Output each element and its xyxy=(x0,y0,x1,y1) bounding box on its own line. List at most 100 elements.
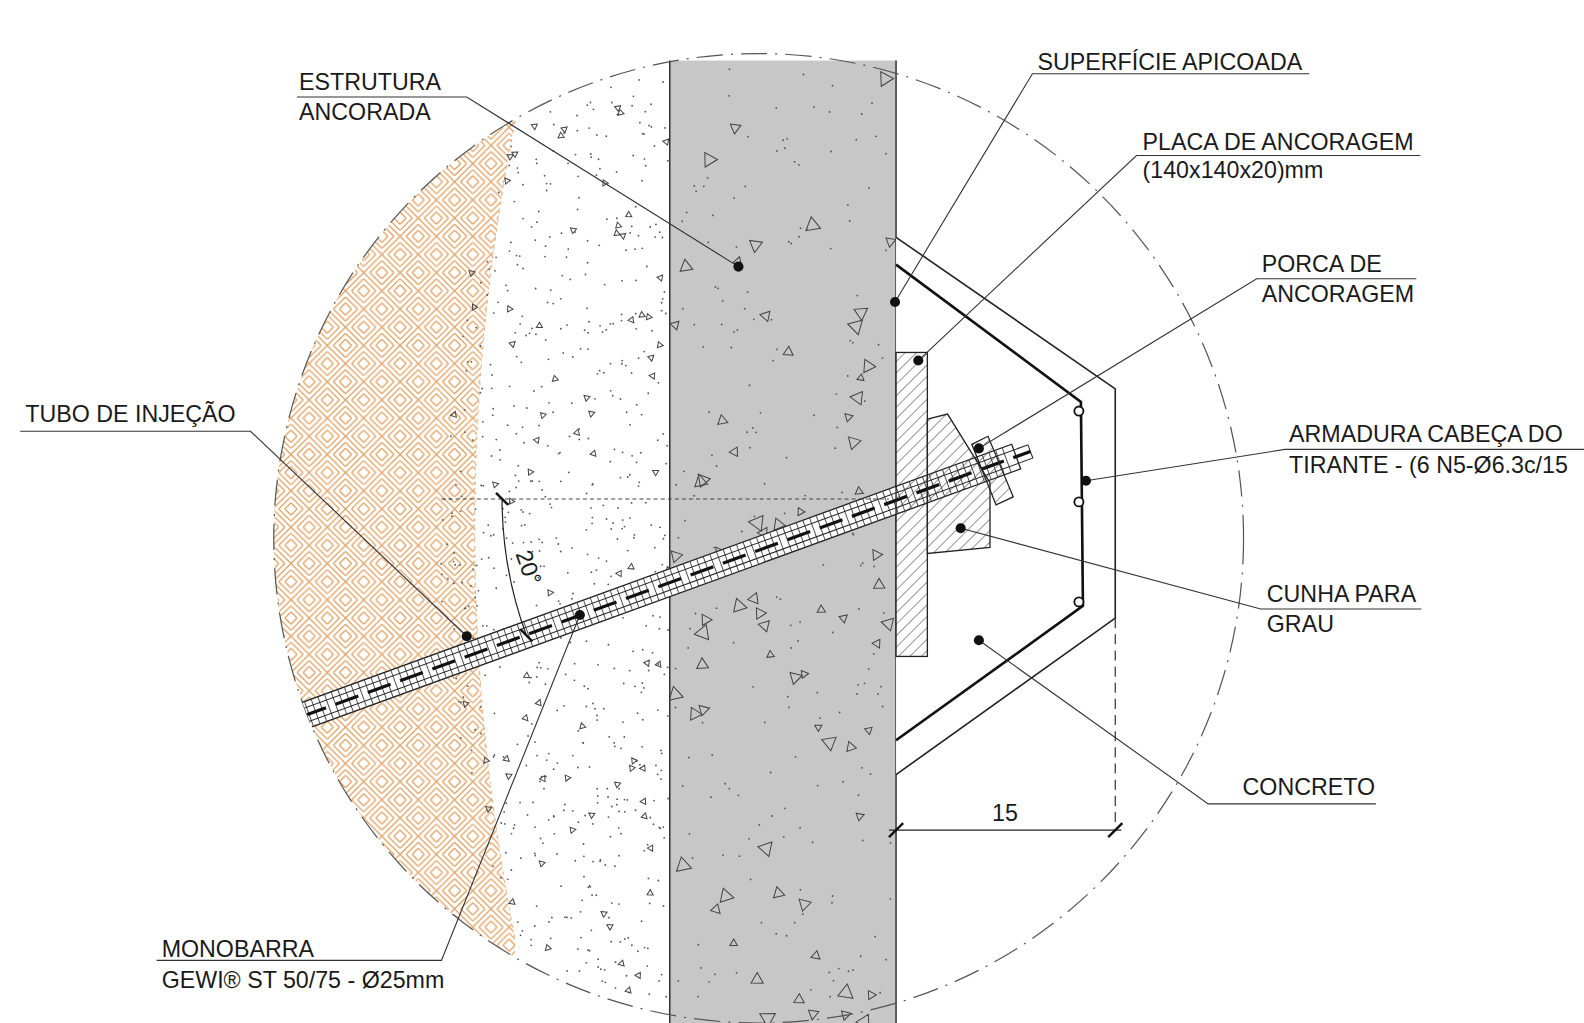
speckle xyxy=(771,815,773,817)
speckle xyxy=(635,280,637,282)
speckle xyxy=(631,502,633,504)
speckle xyxy=(700,967,702,969)
aggregate-mark xyxy=(806,217,821,231)
speckle xyxy=(525,765,527,767)
aggregate-mark xyxy=(618,960,624,966)
speckle xyxy=(587,688,589,690)
speckle xyxy=(608,736,610,738)
speckle xyxy=(520,361,522,363)
speckle xyxy=(478,590,480,592)
aggregate-mark xyxy=(729,447,737,456)
speckle xyxy=(657,439,659,441)
speckle xyxy=(533,390,535,392)
speckle xyxy=(639,122,641,124)
speckle xyxy=(513,201,515,203)
speckle xyxy=(587,438,589,440)
speckle xyxy=(604,284,606,286)
aggregate-mark xyxy=(874,578,885,588)
speckle xyxy=(627,550,629,552)
speckle xyxy=(572,356,574,358)
dimension-value: 15 xyxy=(992,798,1018,828)
speckle xyxy=(760,412,762,414)
speckle xyxy=(750,879,752,881)
speckle xyxy=(582,742,584,744)
aggregate-mark xyxy=(758,621,769,632)
speckle xyxy=(687,647,689,649)
speckle xyxy=(472,568,474,570)
aggregate-mark xyxy=(625,987,631,993)
speckle xyxy=(660,778,662,780)
speckle xyxy=(610,941,612,943)
speckle xyxy=(707,241,709,243)
speckle xyxy=(515,487,517,489)
aggregate-mark xyxy=(565,775,571,781)
speckle xyxy=(649,226,651,228)
speckle xyxy=(440,563,442,565)
speckle xyxy=(772,360,774,362)
speckle xyxy=(493,534,495,536)
speckle xyxy=(571,547,573,549)
aggregate-mark xyxy=(533,437,539,443)
speckle xyxy=(697,996,699,998)
aggregate-mark xyxy=(756,608,766,619)
speckle xyxy=(491,455,493,457)
tube-rib xyxy=(271,714,280,739)
speckle xyxy=(547,668,549,670)
speckle xyxy=(663,673,665,675)
aggregate-mark xyxy=(655,661,661,667)
speckle xyxy=(667,629,669,631)
speckle xyxy=(661,302,663,304)
aggregate-mark xyxy=(671,551,682,563)
part-label: TUBO DE INJEÇÃO xyxy=(25,399,235,429)
speckle xyxy=(577,209,579,211)
aggregate-mark xyxy=(699,706,709,716)
speckle xyxy=(738,794,740,796)
speckle xyxy=(442,519,444,521)
speckle xyxy=(499,459,501,461)
speckle xyxy=(523,442,525,444)
aggregate-mark xyxy=(817,605,825,612)
aggregate-mark xyxy=(790,672,802,684)
speckle xyxy=(885,153,887,155)
speckle xyxy=(598,244,600,246)
speckle xyxy=(724,783,726,785)
speckle xyxy=(470,585,472,587)
speckle xyxy=(482,421,484,423)
speckle xyxy=(722,300,724,302)
speckle xyxy=(624,526,626,528)
leader-dot xyxy=(974,443,984,453)
speckle xyxy=(693,324,695,326)
speckle xyxy=(641,746,643,748)
speckle xyxy=(638,357,640,359)
speckle xyxy=(707,177,709,179)
aggregate-mark xyxy=(758,842,772,856)
speckle xyxy=(599,859,601,861)
speckle xyxy=(486,625,488,627)
aggregate-mark xyxy=(574,429,580,435)
speckle xyxy=(583,855,585,857)
speckle xyxy=(543,788,545,790)
speckle xyxy=(675,484,677,486)
speckle xyxy=(522,268,524,270)
speckle xyxy=(534,853,536,855)
speckle xyxy=(647,844,649,846)
aggregate-mark xyxy=(855,487,863,494)
speckle xyxy=(710,796,712,798)
speckle xyxy=(770,319,772,321)
speckle xyxy=(860,565,862,567)
speckle xyxy=(631,372,633,374)
speckle xyxy=(613,742,615,744)
speckle xyxy=(637,712,639,714)
speckle xyxy=(835,393,837,395)
speckle xyxy=(662,81,664,83)
speckle xyxy=(596,788,598,790)
aggregate-mark xyxy=(505,178,511,184)
speckle xyxy=(541,386,543,388)
speckle xyxy=(786,935,788,937)
speckle xyxy=(798,236,800,238)
speckle xyxy=(453,552,455,554)
aggregate-mark xyxy=(838,984,853,998)
aggregate-mark xyxy=(799,899,811,911)
